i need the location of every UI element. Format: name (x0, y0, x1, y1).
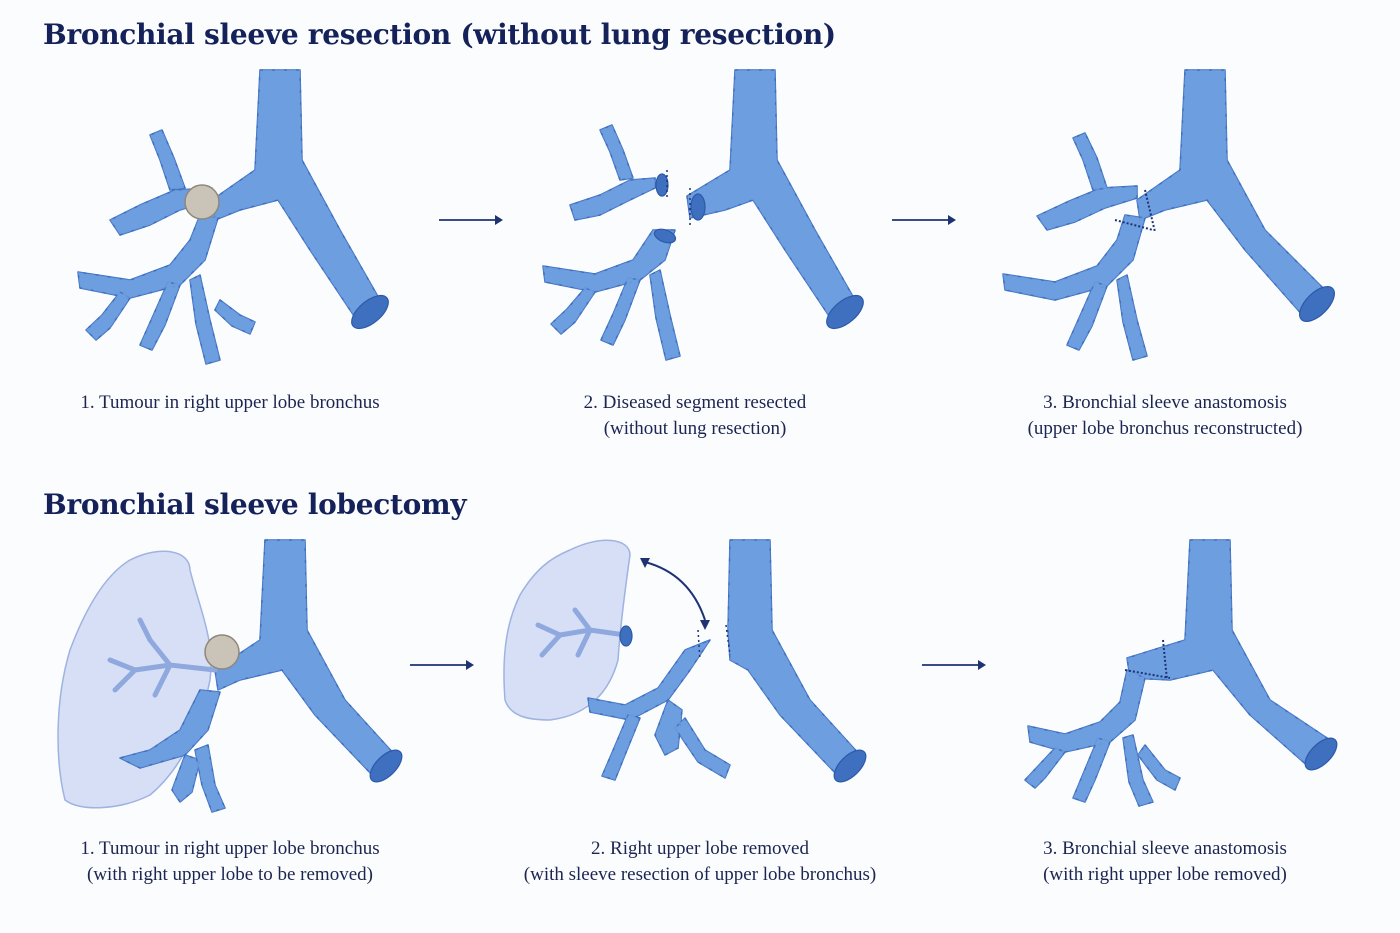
removed-lobe-icon (503, 539, 631, 721)
illustration-tumour-upper-lobe-bronchus (40, 60, 440, 390)
step-caption: 3. Bronchial sleeve anastomosis (upper l… (960, 390, 1370, 442)
step-caption: 2. Right upper lobe removed (with sleeve… (490, 836, 910, 888)
tumour-icon (184, 184, 220, 220)
illustration-sleeve-anastomosis-reconstructed (975, 60, 1375, 390)
illustration-upper-lobe-removed (490, 530, 890, 860)
step-caption: 3. Bronchial sleeve anastomosis (with ri… (990, 836, 1340, 888)
caption-line: 2. Right upper lobe removed (591, 838, 809, 859)
caption-line: (with right upper lobe to be removed) (87, 864, 373, 885)
illustration-diseased-segment-resected (515, 60, 915, 390)
caption-line: 2. Diseased segment resected (583, 392, 807, 413)
step-caption: 1. Tumour in right upper lobe bronchus (40, 390, 420, 416)
tumour-icon (204, 634, 240, 670)
illustration-tumour-with-upper-lobe (40, 530, 440, 860)
caption-line: 3. Bronchial sleeve anastomosis (1043, 838, 1287, 859)
arrow-right-icon (922, 660, 986, 670)
caption-line: 1. Tumour in right upper lobe bronchus (80, 392, 380, 413)
arrow-right-icon (439, 215, 503, 225)
step-caption: 2. Diseased segment resected (without lu… (505, 390, 885, 442)
arrow-right-icon (892, 215, 956, 225)
caption-line: (with sleeve resection of upper lobe bro… (523, 864, 877, 885)
section-title-sleeve-resection: Bronchial sleeve resection (without lung… (43, 18, 836, 51)
section-title-sleeve-lobectomy: Bronchial sleeve lobectomy (43, 488, 467, 521)
arrow-right-icon (410, 660, 474, 670)
caption-line: (with right upper lobe removed) (1043, 864, 1287, 885)
caption-line: (upper lobe bronchus reconstructed) (1027, 418, 1303, 439)
step-caption: 1. Tumour in right upper lobe bronchus (… (30, 836, 430, 888)
curved-arrow-icon (644, 561, 706, 621)
caption-line: 3. Bronchial sleeve anastomosis (1043, 392, 1287, 413)
caption-line: 1. Tumour in right upper lobe bronchus (80, 838, 380, 859)
illustration-sleeve-anastomosis-lobe-removed (995, 530, 1395, 860)
caption-line: (without lung resection) (603, 418, 787, 439)
